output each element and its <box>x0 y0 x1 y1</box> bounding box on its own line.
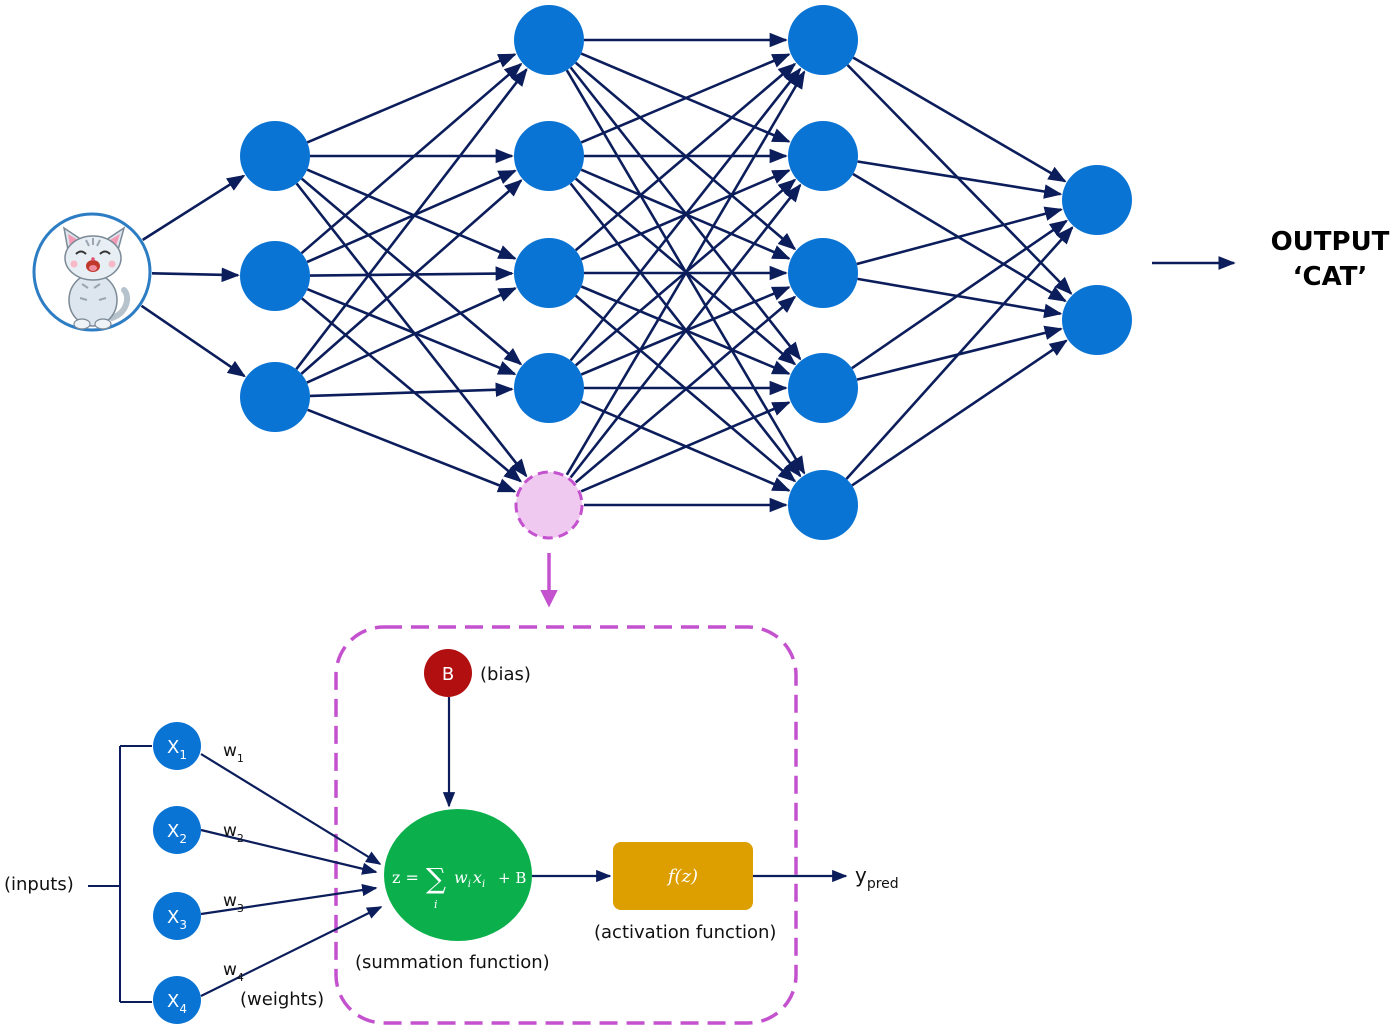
cat-icon <box>62 226 131 330</box>
edge-l1-1-to-l2-4 <box>301 297 522 483</box>
neuron-l4-0 <box>1062 165 1132 235</box>
activation-label: (activation function) <box>594 922 776 943</box>
neuron-l2-3 <box>514 353 584 423</box>
svg-text:X2: X2 <box>167 821 187 846</box>
svg-text:∑: ∑ <box>426 862 446 895</box>
edge-l0-0-to-l1-1 <box>151 267 240 283</box>
neuron-l2-0 <box>514 5 584 75</box>
svg-text:i: i <box>434 898 438 911</box>
weight-w4: w4 <box>223 960 244 984</box>
neuron-l3-0 <box>788 5 858 75</box>
weights-label: (weights) <box>240 989 324 1010</box>
weight-w1: w1 <box>223 741 244 765</box>
edge-l1-2-to-l2-3 <box>309 382 514 398</box>
edge-l3-4-to-l4-0 <box>845 226 1074 480</box>
inputs-label: (inputs) <box>4 874 74 895</box>
edge-l1-0-to-l2-0 <box>306 53 517 144</box>
edge-l3-3-to-l4-0 <box>851 219 1069 370</box>
edge-l3-0-to-l4-1 <box>846 64 1073 295</box>
edge-l1-1-to-l2-1 <box>306 169 517 264</box>
input-x4-sub: 4 <box>179 1002 187 1016</box>
summation-label: (summation function) <box>355 952 550 973</box>
edge-l3-2-to-l4-1 <box>857 277 1063 319</box>
neuron-l1-0 <box>240 121 310 191</box>
input-x1: X1 <box>153 722 201 770</box>
input-x2-sub: 2 <box>179 832 187 846</box>
svg-text:X3: X3 <box>167 907 187 932</box>
edge-l1-0-to-l2-3 <box>300 177 523 366</box>
neuron-l2-2 <box>514 238 584 308</box>
neuron-l2-1 <box>514 121 584 191</box>
svg-text:X1: X1 <box>167 737 187 762</box>
edge-l0-0-to-l1-2 <box>140 304 246 378</box>
bias-node: B <box>424 649 472 697</box>
neuron-l1-2 <box>240 362 310 432</box>
edge-l2-4-to-l3-1 <box>569 183 802 479</box>
weight-w3: w3 <box>223 891 244 915</box>
edge-l2-4-to-l3-3 <box>580 401 791 493</box>
weight-edges <box>200 753 383 997</box>
input-x4: X4 <box>153 976 201 1024</box>
output-label-line2: ‘CAT’ <box>1293 262 1368 292</box>
output-label-line1: OUTPUT <box>1271 227 1390 257</box>
summation-node <box>384 809 532 941</box>
activation-node <box>613 842 753 910</box>
edge-l1-1-to-l2-2 <box>309 266 514 281</box>
svg-text:X4: X4 <box>167 991 187 1016</box>
input-x1-base: X <box>167 737 179 758</box>
edge-l1-1-to-l2-3 <box>306 287 517 376</box>
svg-text:z =: z = <box>392 868 419 887</box>
neuron-l3-3 <box>788 353 858 423</box>
network-nodes <box>240 5 1132 540</box>
input-x4-base: X <box>167 991 179 1012</box>
edge-l3-4-to-l4-1 <box>851 339 1068 487</box>
edge-l1-2-to-l2-2 <box>306 287 517 384</box>
edge-l1-2-to-l2-0 <box>295 67 528 370</box>
edge-l2-4-to-l3-2 <box>574 295 797 484</box>
input-x1-sub: 1 <box>179 748 187 762</box>
edge-l1-2-to-l2-1 <box>300 179 523 375</box>
inputs-bracket <box>88 745 152 1003</box>
input-x3: X3 <box>153 892 201 940</box>
neuron-l1-1 <box>240 241 310 311</box>
highlighted-neuron <box>514 470 584 540</box>
edge-l1-2-to-l2-4 <box>307 408 517 493</box>
edge-l1-1-to-l2-0 <box>300 62 523 255</box>
edge-l2-1-to-l3-0 <box>580 53 791 144</box>
neuron-output: ypred <box>855 863 899 892</box>
edge-l3-2-to-l4-0 <box>856 206 1063 266</box>
edge-l3-0-to-l4-0 <box>852 56 1067 183</box>
neuron-l4-1 <box>1062 285 1132 355</box>
edge-l1-0-to-l2-4 <box>295 182 528 478</box>
edge-l2-3-to-l3-0 <box>569 67 802 362</box>
weight-w2: w2 <box>223 821 244 845</box>
input-x2-base: X <box>167 821 179 842</box>
input-cat <box>32 212 152 332</box>
network-edges <box>140 32 1074 513</box>
edge-l1-0-to-l2-2 <box>306 168 517 260</box>
neuron-l3-1 <box>788 121 858 191</box>
edge-l2-4-to-l3-0 <box>565 70 806 476</box>
svg-text:+ B: + B <box>498 869 526 887</box>
input-x2: X2 <box>153 806 201 854</box>
edge-l3-1-to-l4-0 <box>857 160 1063 199</box>
edge-l0-0-to-l1-0 <box>142 174 246 241</box>
activation-formula: f(z) <box>666 866 698 887</box>
neuron-l3-2 <box>788 238 858 308</box>
bias-label: (bias) <box>480 664 531 685</box>
bias-symbol: B <box>442 664 454 685</box>
neuron-l3-4 <box>788 470 858 540</box>
input-x3-base: X <box>167 907 179 928</box>
edge-l2-2-to-l3-0 <box>574 62 797 252</box>
input-x3-sub: 3 <box>179 918 187 932</box>
